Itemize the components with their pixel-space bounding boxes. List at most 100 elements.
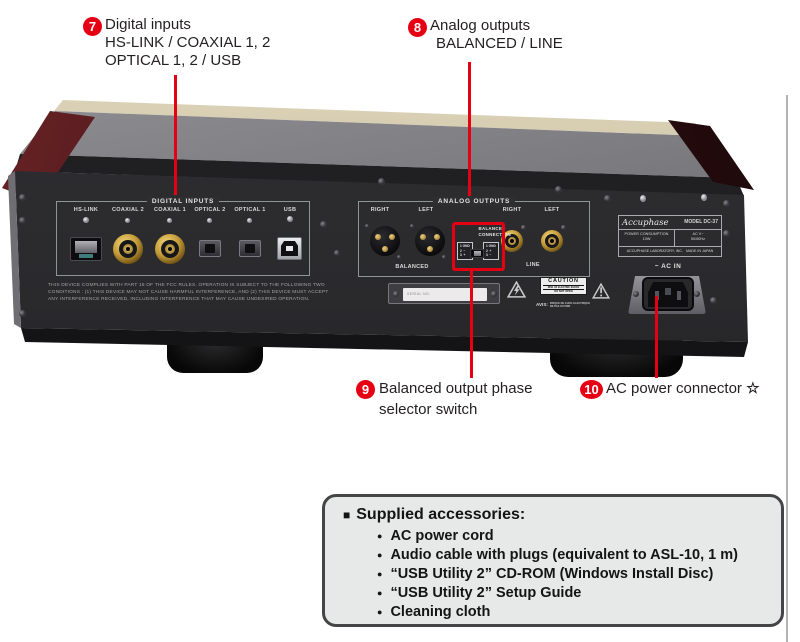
screw-icon [287, 216, 293, 222]
avis-word: AVIS: [536, 302, 548, 307]
screw-icon [604, 195, 611, 202]
callout-line-8 [468, 62, 471, 196]
screw-icon [397, 255, 401, 259]
fcc-line-3: ANY INTERFERENCE RECEIVED, INCLUDING INT… [48, 297, 310, 302]
callout-8-badge: 8 [408, 18, 427, 37]
screw-icon [442, 255, 446, 259]
line-right-connector [501, 230, 523, 252]
dot-bullet-icon: ● [377, 569, 383, 579]
serial-label: SERIAL NO. [407, 292, 431, 296]
callout-line-9 [470, 271, 473, 378]
hs-link-connector [70, 237, 102, 261]
xlr-right-connector [364, 220, 406, 262]
screw-icon [555, 186, 562, 193]
hs-link-label: HS-LINK [73, 207, 99, 213]
screw-icon [723, 200, 730, 207]
caution-label: CAUTION RISK OF ELECTRIC SHOCK DO NOT OP… [540, 277, 587, 295]
callout-9-line2: selector switch [379, 401, 478, 418]
optical-2-label: OPTICAL 2 [194, 207, 226, 213]
line-left-connector [541, 230, 563, 252]
callout-9-badge: 9 [356, 380, 375, 399]
screw-icon [207, 218, 212, 223]
callout-7-line2: HS-LINK / COAXIAL 1, 2 [105, 34, 271, 51]
screw-icon [410, 224, 414, 228]
callout-10-badge: 10 [580, 380, 603, 399]
accessory-item: ● “USB Utility 2” Setup Guide [377, 585, 582, 601]
serial-strip: SERIAL NO. [403, 288, 487, 301]
optical-1-connector [239, 240, 261, 257]
high-voltage-warning-icon [507, 281, 526, 298]
analog-outputs-title: ANALOG OUTPUTS [432, 197, 516, 206]
callout-line-10 [655, 296, 658, 378]
dot-bullet-icon: ● [377, 607, 383, 617]
screw-icon [334, 250, 340, 256]
avis-label: AVIS: RISQUE DE CHOC ELECTRIQUE NE PAS O… [536, 302, 590, 309]
accessory-item: ● AC power cord [377, 528, 494, 544]
accessory-item: ● Cleaning cloth [377, 604, 491, 620]
accessories-title: Supplied accessories: [356, 506, 526, 523]
screw-icon [320, 221, 327, 228]
callout-9-line1: Balanced output phase [379, 380, 533, 397]
line-caption: LINE [526, 262, 540, 268]
optical-1-label: OPTICAL 1 [234, 207, 266, 213]
coaxial-2-connector [113, 234, 143, 264]
callout-7-line3: OPTICAL 1, 2 / USB [105, 52, 242, 69]
brand-logo: Accuphase [622, 217, 669, 228]
callout-8-line2: BALANCED / LINE [436, 35, 563, 52]
coaxial-1-connector [155, 234, 185, 264]
page-rule [786, 95, 788, 642]
digital-inputs-section: DIGITAL INPUTS [56, 197, 310, 276]
line-left-label: LEFT [544, 207, 560, 213]
coaxial-1-label: COAXIAL 1 [154, 207, 186, 213]
ac-inlet-socket [642, 277, 694, 311]
screw-icon [83, 217, 89, 223]
screw-icon [640, 195, 646, 202]
callout-7-line1: Digital inputs [105, 16, 191, 33]
dot-bullet-icon: ● [377, 588, 383, 598]
screw-icon [723, 230, 730, 237]
digital-inputs-title: DIGITAL INPUTS [146, 197, 220, 206]
screw-icon [701, 194, 707, 201]
rating-label: Accuphase MODEL DC-37 POWER CONSUMPTION … [618, 215, 722, 257]
caution-title: CAUTION [548, 278, 579, 284]
screw-icon [378, 178, 385, 185]
usb-connector [277, 237, 302, 260]
screw-icon [561, 225, 566, 230]
general-warning-icon [592, 283, 610, 299]
callout-10-line1: AC power connector ☆ [606, 380, 760, 397]
caution-sub1: RISK OF ELECTRIC SHOCK [543, 285, 584, 291]
supplied-accessories-box: ■ Supplied accessories: ● AC power cord … [322, 494, 784, 627]
optical-2-connector [199, 240, 221, 257]
screw-icon [19, 194, 26, 201]
ac-in-label: ~ AC IN [654, 263, 682, 270]
line-right-label: RIGHT [502, 207, 522, 213]
fcc-line-1: THIS DEVICE COMPLIES WITH PART 15 OF THE… [48, 283, 325, 288]
footnote-star: ☆ [746, 380, 760, 397]
caution-sub2: DO NOT OPEN [554, 290, 573, 294]
xlr-left-connector [409, 220, 451, 262]
accessory-item: ● “USB Utility 2” CD-ROM (Windows Instal… [377, 566, 714, 582]
balanced-left-label: LEFT [418, 207, 434, 213]
analog-outputs-section: ANALOG OUTPUTS [358, 197, 590, 277]
callout-line-7 [174, 75, 177, 195]
serial-plate: SERIAL NO. [388, 283, 500, 304]
screw-icon [247, 218, 252, 223]
screw-icon [125, 218, 130, 223]
dot-bullet-icon: ● [377, 531, 383, 541]
screw-icon [365, 224, 369, 228]
balanced-phase-switch [470, 249, 484, 258]
accessory-item: ● Audio cable with plugs (equivalent to … [377, 547, 738, 563]
fcc-line-2: CONDITIONS : (1) THIS DEVICE MAY NOT CAU… [48, 290, 329, 295]
balanced-right-label: RIGHT [370, 207, 390, 213]
dot-bullet-icon: ● [377, 550, 383, 560]
callout-7-badge: 7 [83, 17, 102, 36]
usb-label: USB [283, 207, 297, 213]
screw-icon [19, 217, 26, 224]
balanced-caption: BALANCED [395, 264, 429, 270]
model-number: MODEL DC-37 [684, 219, 718, 225]
coaxial-2-label: COAXIAL 2 [112, 207, 144, 213]
callout-8-line1: Analog outputs [430, 17, 531, 34]
square-bullet-icon: ■ [343, 508, 351, 522]
